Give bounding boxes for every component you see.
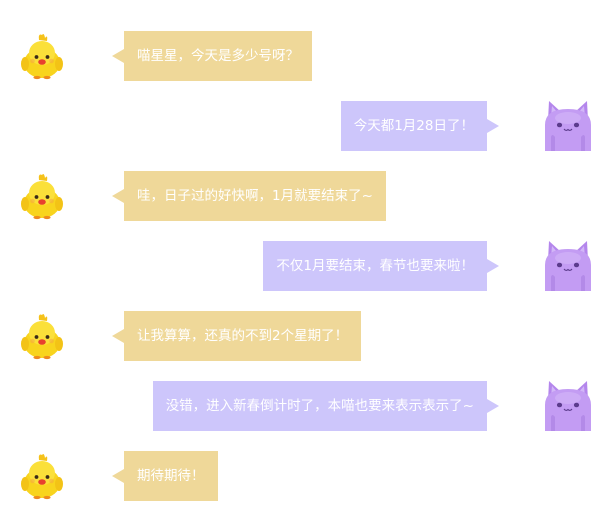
message-row: 喵星星，今天是多少号呀？	[0, 31, 613, 81]
message-row: 哇，日子过的好快啊，1月就要结束了~	[0, 171, 613, 221]
chick-icon	[17, 171, 67, 221]
message-row: 让我算算，还真的不到2个星期了！	[0, 311, 613, 361]
message-row: 今天都1月28日了！	[0, 101, 613, 151]
message-bubble: 哇，日子过的好快啊，1月就要结束了~	[112, 171, 386, 221]
message-bubble: 不仅1月要结束，春节也要来啦！	[263, 241, 499, 291]
message-row: 没错，进入新春倒计时了，本喵也要来表示表示了~	[0, 381, 613, 431]
message-bubble: 期待期待！	[112, 451, 218, 501]
message-bubble: 让我算算，还真的不到2个星期了！	[111, 311, 362, 361]
cat-icon	[543, 381, 593, 431]
message-row: 期待期待！	[0, 451, 613, 501]
cat-icon	[543, 101, 593, 151]
message-row: 不仅1月要结束，春节也要来啦！	[0, 241, 613, 291]
chick-icon	[17, 31, 67, 81]
message-bubble: 没错，进入新春倒计时了，本喵也要来表示表示了~	[152, 381, 500, 431]
chick-icon	[17, 311, 67, 361]
chick-icon	[17, 451, 67, 501]
message-bubble: 今天都1月28日了！	[340, 101, 500, 151]
cat-icon	[543, 241, 593, 291]
message-bubble: 喵星星，今天是多少号呀？	[112, 31, 312, 81]
